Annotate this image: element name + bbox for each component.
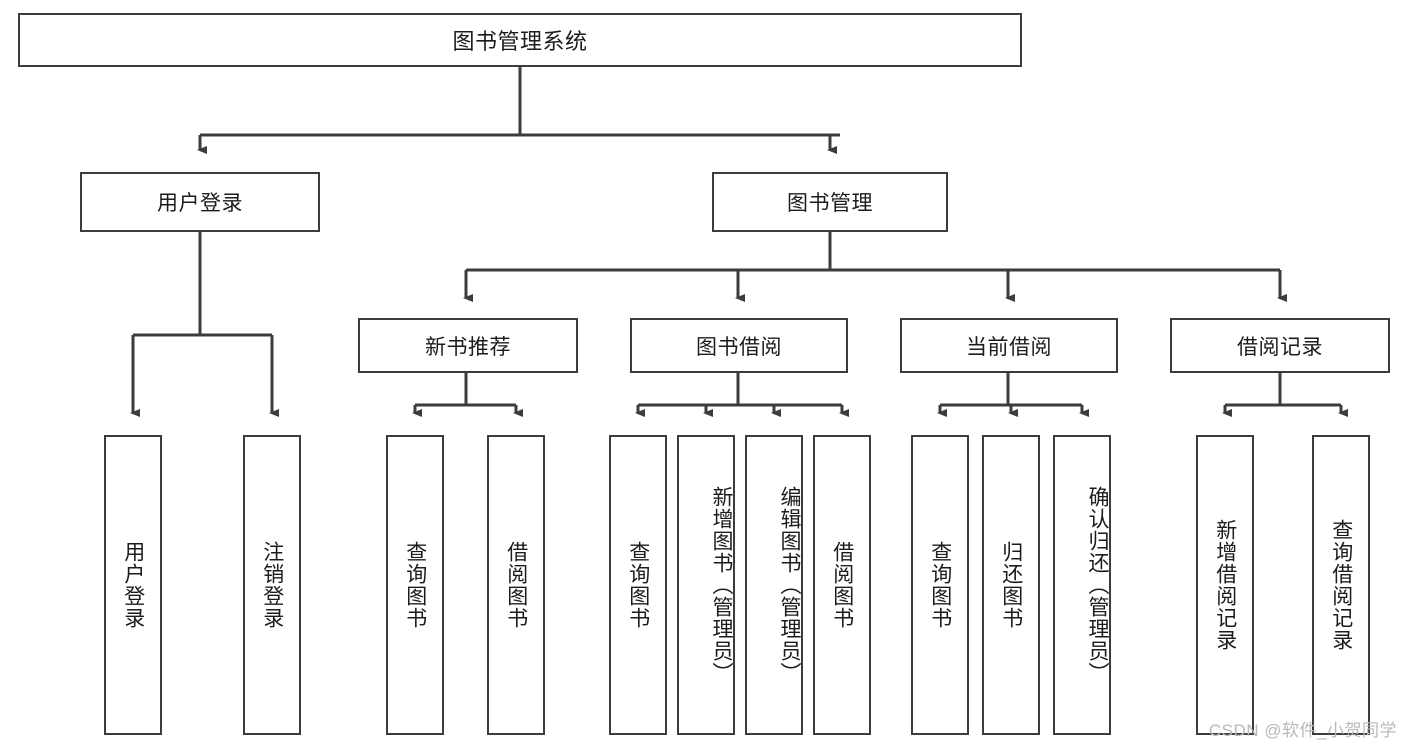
node-leaf-edit-book[interactable]: 编辑图书（管理员） [745,435,803,735]
node-leaf-query-book-1[interactable]: 查询图书 [386,435,444,735]
node-current-borrow[interactable]: 当前借阅 [900,318,1118,373]
node-leaf-query-book-2[interactable]: 查询图书 [609,435,667,735]
node-book-manage[interactable]: 图书管理 [712,172,948,232]
node-leaf-borrow-book-2[interactable]: 借阅图书 [813,435,871,735]
node-leaf-query-record[interactable]: 查询借阅记录 [1312,435,1370,735]
node-leaf-add-book[interactable]: 新增图书（管理员） [677,435,735,735]
node-leaf-query-book-3[interactable]: 查询图书 [911,435,969,735]
watermark-text: CSDN @软件_小贺同学 [1208,721,1397,740]
node-user-login[interactable]: 用户登录 [80,172,320,232]
node-leaf-add-record[interactable]: 新增借阅记录 [1196,435,1254,735]
node-leaf-logout-login[interactable]: 注销登录 [243,435,301,735]
node-root[interactable]: 图书管理系统 [18,13,1022,67]
node-new-book-recommend[interactable]: 新书推荐 [358,318,578,373]
node-leaf-user-login[interactable]: 用户登录 [104,435,162,735]
node-leaf-confirm-return[interactable]: 确认归还（管理员） [1053,435,1111,735]
node-leaf-return-book[interactable]: 归还图书 [982,435,1040,735]
node-leaf-borrow-book-1[interactable]: 借阅图书 [487,435,545,735]
node-borrow-record[interactable]: 借阅记录 [1170,318,1390,373]
node-book-borrow[interactable]: 图书借阅 [630,318,848,373]
